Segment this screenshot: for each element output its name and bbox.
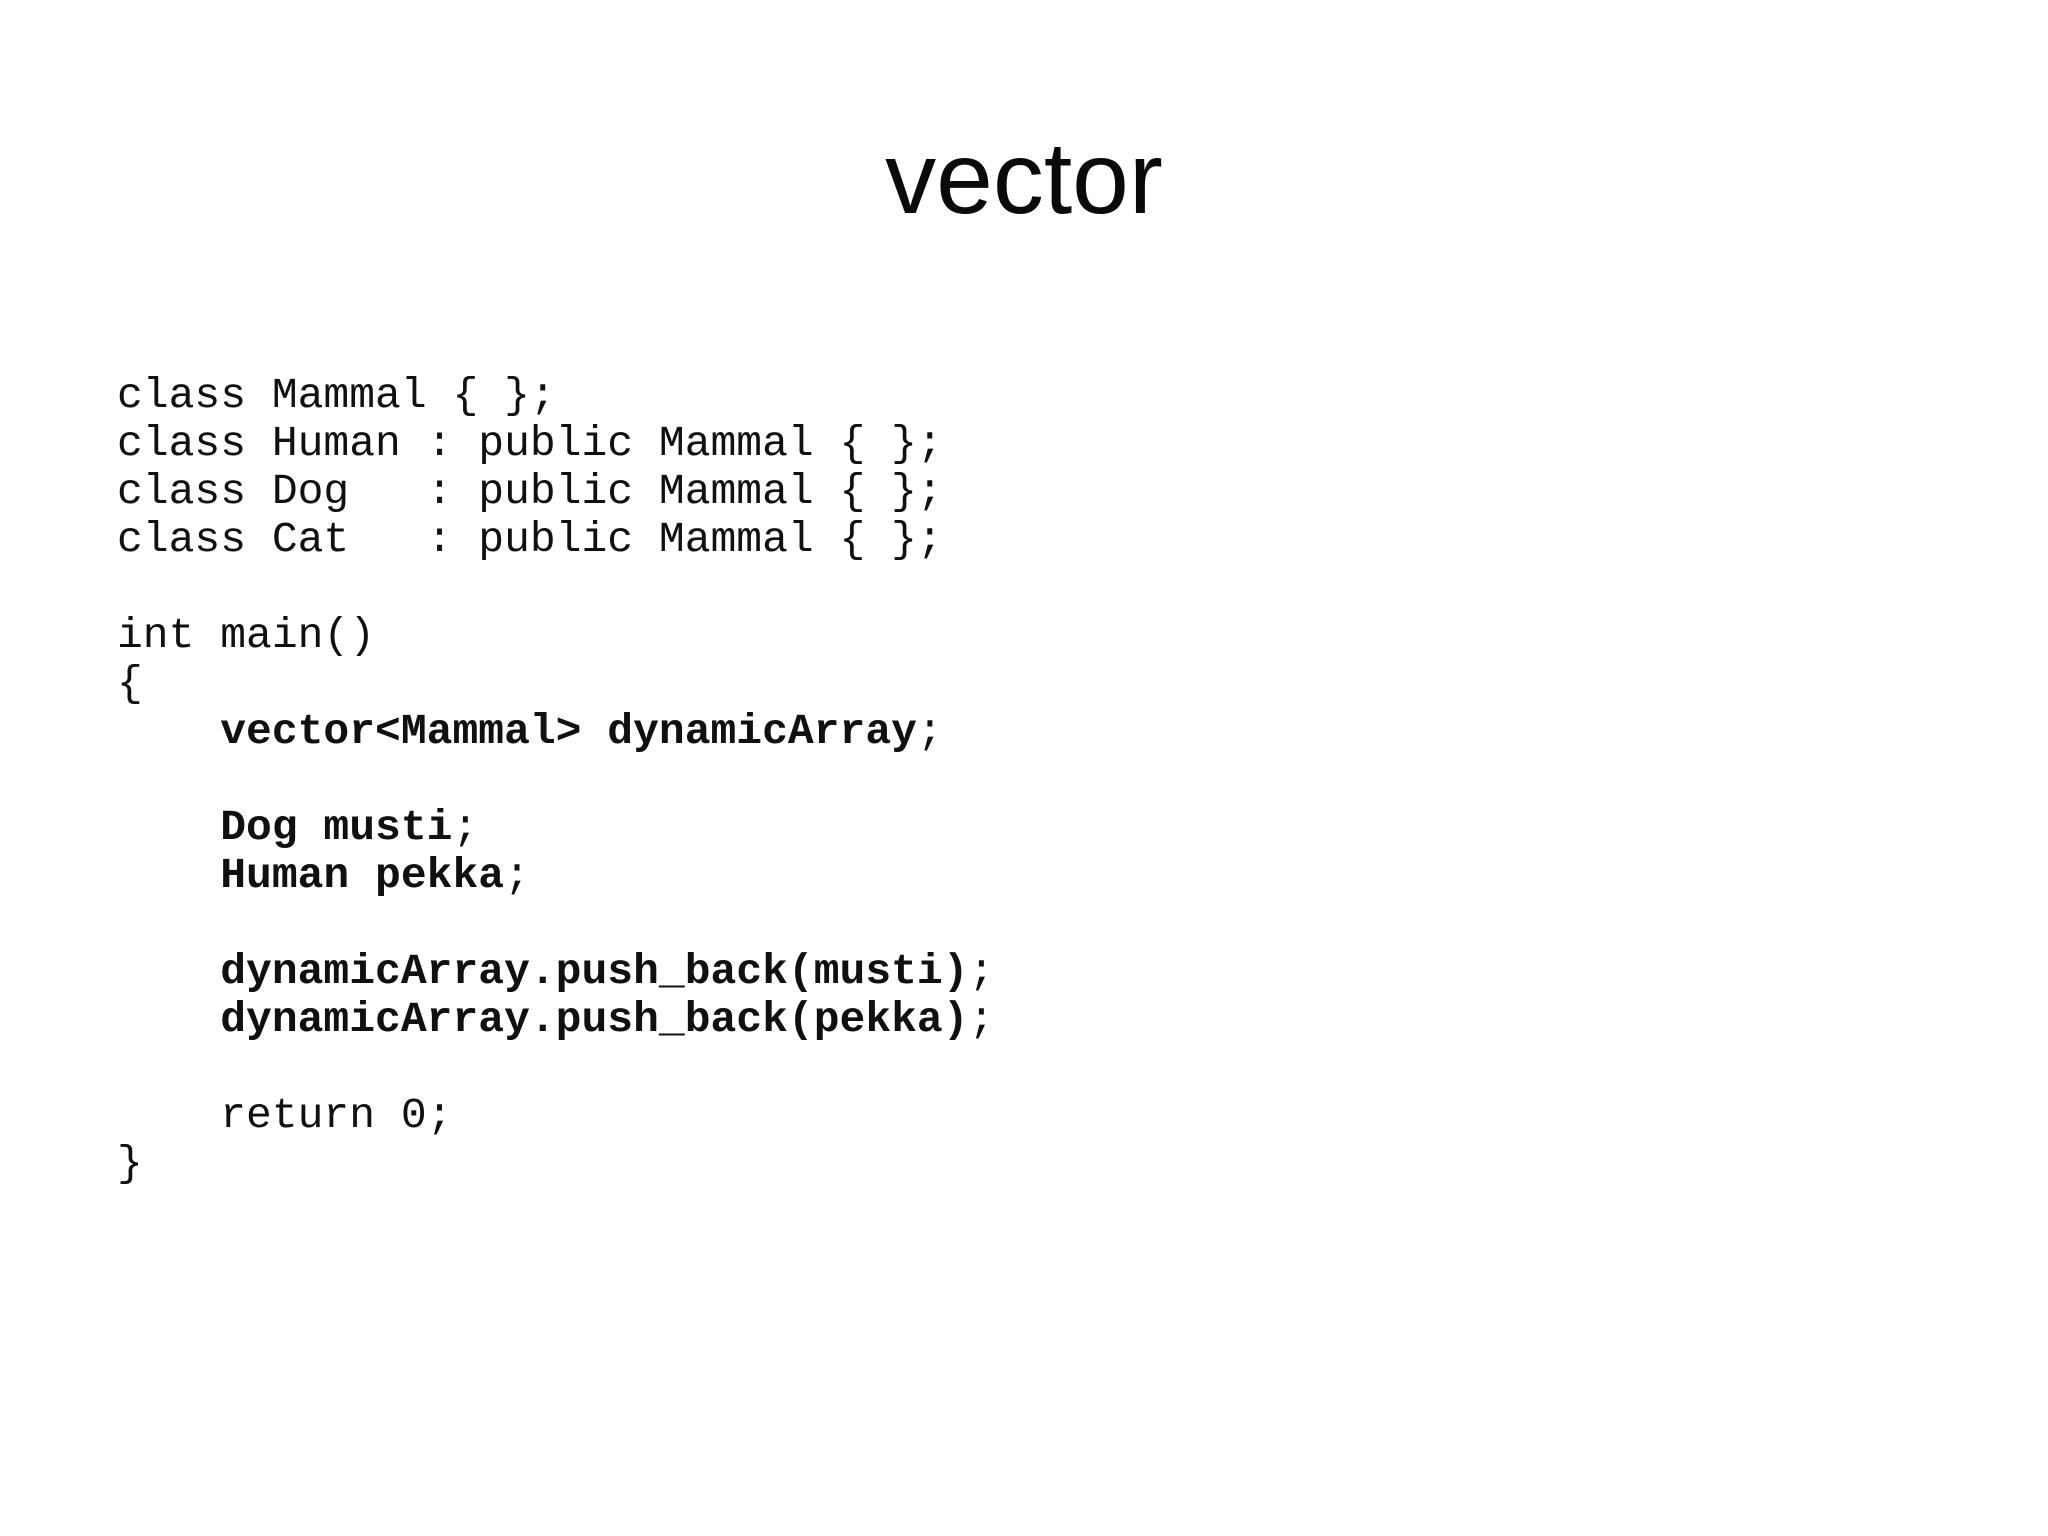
code-line: Human pekka; (117, 852, 994, 900)
code-text: class Dog : public Mammal { }; (117, 467, 943, 516)
code-text: class Mammal { }; (117, 371, 556, 420)
code-text: ; (504, 851, 530, 900)
code-text (117, 803, 220, 852)
code-text: ; (968, 947, 995, 996)
code-line: class Human : public Mammal { }; (117, 420, 994, 468)
code-line: dynamicArray.push_back(pekka); (117, 996, 994, 1044)
code-line (117, 564, 994, 612)
code-line: class Cat : public Mammal { }; (117, 516, 994, 564)
code-text-bold: dynamicArray.push_back(pekka) (220, 995, 969, 1044)
code-text: ; (916, 707, 943, 756)
code-text: ; (968, 995, 995, 1044)
code-line (117, 1044, 994, 1092)
code-text (117, 707, 220, 756)
code-line (117, 900, 994, 948)
code-text: class Human : public Mammal { }; (117, 419, 943, 468)
slide-title: vector (885, 121, 1163, 235)
code-text-bold: vector<Mammal> dynamicArray (220, 707, 917, 756)
code-text: } (117, 1139, 143, 1188)
code-text: ; (452, 803, 479, 852)
code-text-bold: Dog musti (220, 803, 453, 852)
code-line: class Mammal { }; (117, 372, 994, 420)
code-line (117, 756, 994, 804)
code-line: int main() (117, 612, 994, 660)
code-line: vector<Mammal> dynamicArray; (117, 708, 994, 756)
code-text (117, 995, 220, 1044)
code-text (117, 851, 220, 900)
code-text: return 0; (117, 1091, 453, 1140)
code-line: dynamicArray.push_back(musti); (117, 948, 994, 996)
code-text: int main() (117, 611, 376, 660)
code-text: class Cat : public Mammal { }; (117, 515, 943, 564)
code-line: Dog musti; (117, 804, 994, 852)
code-line: return 0; (117, 1092, 994, 1140)
code-line: } (117, 1140, 994, 1188)
code-line: { (117, 660, 994, 708)
code-text-bold: dynamicArray.push_back(musti) (220, 947, 969, 996)
code-text: { (117, 659, 143, 708)
code-text (117, 947, 220, 996)
code-text-bold: Human pekka (220, 851, 505, 900)
code-block: class Mammal { };class Human : public Ma… (117, 372, 994, 1188)
code-line: class Dog : public Mammal { }; (117, 468, 994, 516)
